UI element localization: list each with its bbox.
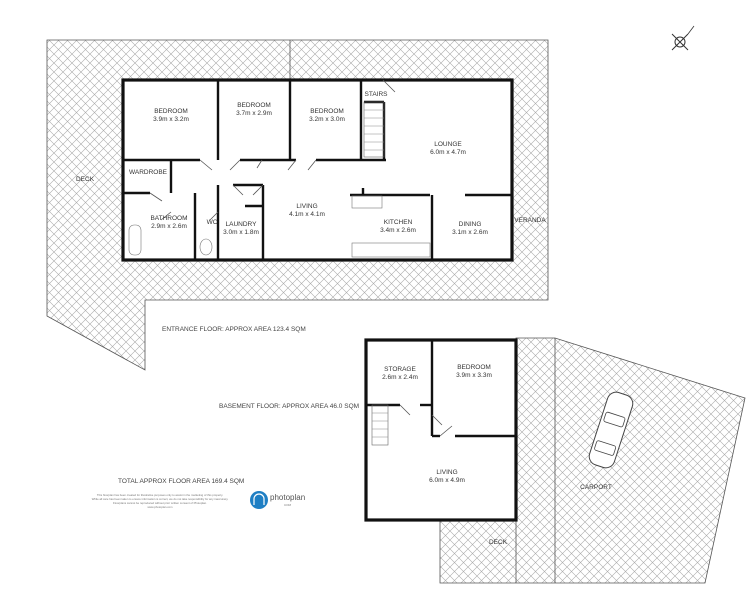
svg-text:BEDROOM: BEDROOM [154, 108, 188, 115]
svg-text:LOUNGE: LOUNGE [434, 141, 462, 148]
svg-text:While all care has been taken: While all care has been taken to ensure … [92, 497, 229, 501]
svg-text:3.7m x 2.9m: 3.7m x 2.9m [236, 110, 272, 117]
svg-text:This floorplan has been create: This floorplan has been created for illu… [97, 493, 223, 497]
svg-text:COM: COM [284, 503, 292, 507]
svg-text:6.0m x 4.9m: 6.0m x 4.9m [429, 477, 465, 484]
svg-text:Floorplans cannot be reproduce: Floorplans cannot be reproduced without … [113, 501, 207, 505]
svg-text:4.1m x 4.1m: 4.1m x 4.1m [289, 211, 325, 218]
total-area: TOTAL APPROX FLOOR AREA 169.4 SQM [118, 478, 244, 485]
veranda-label: VERANDA [514, 217, 546, 224]
entrance-floor-caption: ENTRANCE FLOOR: APPROX AREA 123.4 SQM [162, 326, 306, 333]
deck-label-basement: DECK [489, 539, 508, 546]
svg-text:2.6m x 2.4m: 2.6m x 2.4m [382, 374, 418, 381]
svg-text:LIVING: LIVING [436, 469, 457, 476]
svg-text:2.9m x 2.6m: 2.9m x 2.6m [151, 223, 187, 230]
svg-text:photoplan: photoplan [270, 493, 305, 502]
svg-text:WARDROBE: WARDROBE [129, 169, 168, 176]
svg-text:BEDROOM: BEDROOM [457, 364, 491, 371]
svg-text:DINING: DINING [459, 221, 482, 228]
svg-text:LAUNDRY: LAUNDRY [226, 221, 258, 228]
disclaimer: This floorplan has been created for illu… [92, 493, 229, 509]
basement-floor-caption: BASEMENT FLOOR: APPROX AREA 46.0 SQM [219, 403, 359, 410]
compass-icon [671, 25, 695, 51]
deck-label: DECK [76, 176, 95, 183]
svg-text:www.photoplan.com: www.photoplan.com [147, 505, 173, 509]
room-wardrobe: WARDROBE [129, 169, 168, 176]
svg-text:LIVING: LIVING [296, 203, 317, 210]
carport-label: CARPORT [580, 484, 612, 491]
svg-text:3.0m x 1.8m: 3.0m x 1.8m [223, 229, 259, 236]
photoplan-logo: photoplan COM [250, 491, 305, 509]
svg-text:3.2m x 3.0m: 3.2m x 3.0m [309, 116, 345, 123]
car-icon [588, 391, 634, 469]
svg-text:STORAGE: STORAGE [384, 366, 416, 373]
svg-text:WC: WC [207, 219, 218, 226]
svg-text:3.1m x 2.6m: 3.1m x 2.6m [452, 229, 488, 236]
svg-text:3.9m x 3.3m: 3.9m x 3.3m [456, 372, 492, 379]
basement-interior [366, 340, 516, 520]
basement-walls [364, 338, 518, 522]
svg-text:BATHROOM: BATHROOM [150, 215, 187, 222]
svg-text:3.4m x 2.6m: 3.4m x 2.6m [380, 227, 416, 234]
entrance-floor-interior [123, 80, 512, 260]
svg-text:BEDROOM: BEDROOM [310, 108, 344, 115]
entrance-floor-walls [121, 78, 514, 262]
svg-text:3.9m x 3.2m: 3.9m x 3.2m [153, 116, 189, 123]
room-wc: WC [207, 219, 218, 226]
svg-text:6.0m x 4.7m: 6.0m x 4.7m [430, 149, 466, 156]
stairs-label: STAIRS [365, 91, 389, 98]
svg-text:BEDROOM: BEDROOM [237, 102, 271, 109]
svg-text:KITCHEN: KITCHEN [384, 219, 413, 226]
